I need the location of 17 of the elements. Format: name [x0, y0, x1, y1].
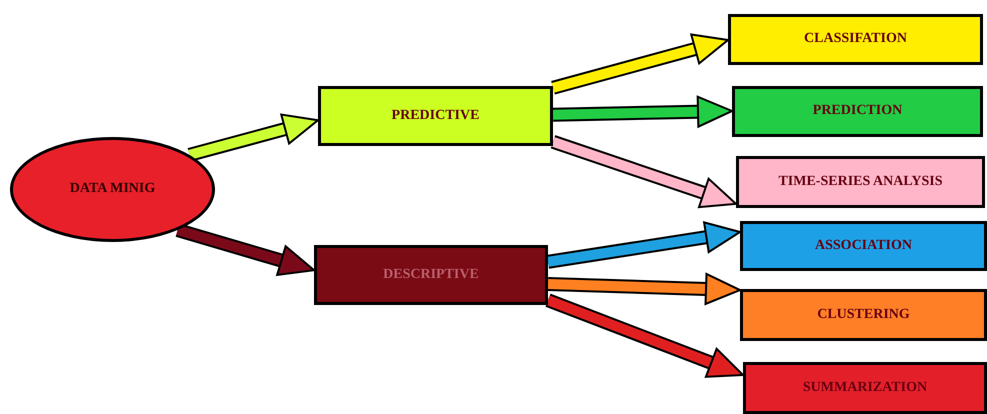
node-label: CLUSTERING	[817, 308, 910, 322]
process-box	[728, 14, 983, 65]
node-label: DATA MINIG	[70, 182, 156, 197]
node-label: CLASSIFATION	[804, 32, 907, 47]
process-box	[743, 362, 987, 414]
node-label: ASSOCIATION	[815, 238, 912, 254]
process-box	[732, 86, 983, 137]
node-label: PREDICTIVE	[392, 108, 480, 124]
node-label: DESCRIPTIVE	[383, 268, 479, 282]
node-label: PREDICTION	[812, 104, 902, 119]
process-box	[740, 221, 987, 271]
node-label: TIME-SERIES ANALYSIS	[778, 174, 943, 190]
node-label: SUMMARIZATION	[802, 380, 928, 396]
process-box	[318, 86, 553, 146]
process-box	[314, 245, 548, 305]
process-box	[740, 289, 987, 341]
process-box	[736, 156, 985, 208]
